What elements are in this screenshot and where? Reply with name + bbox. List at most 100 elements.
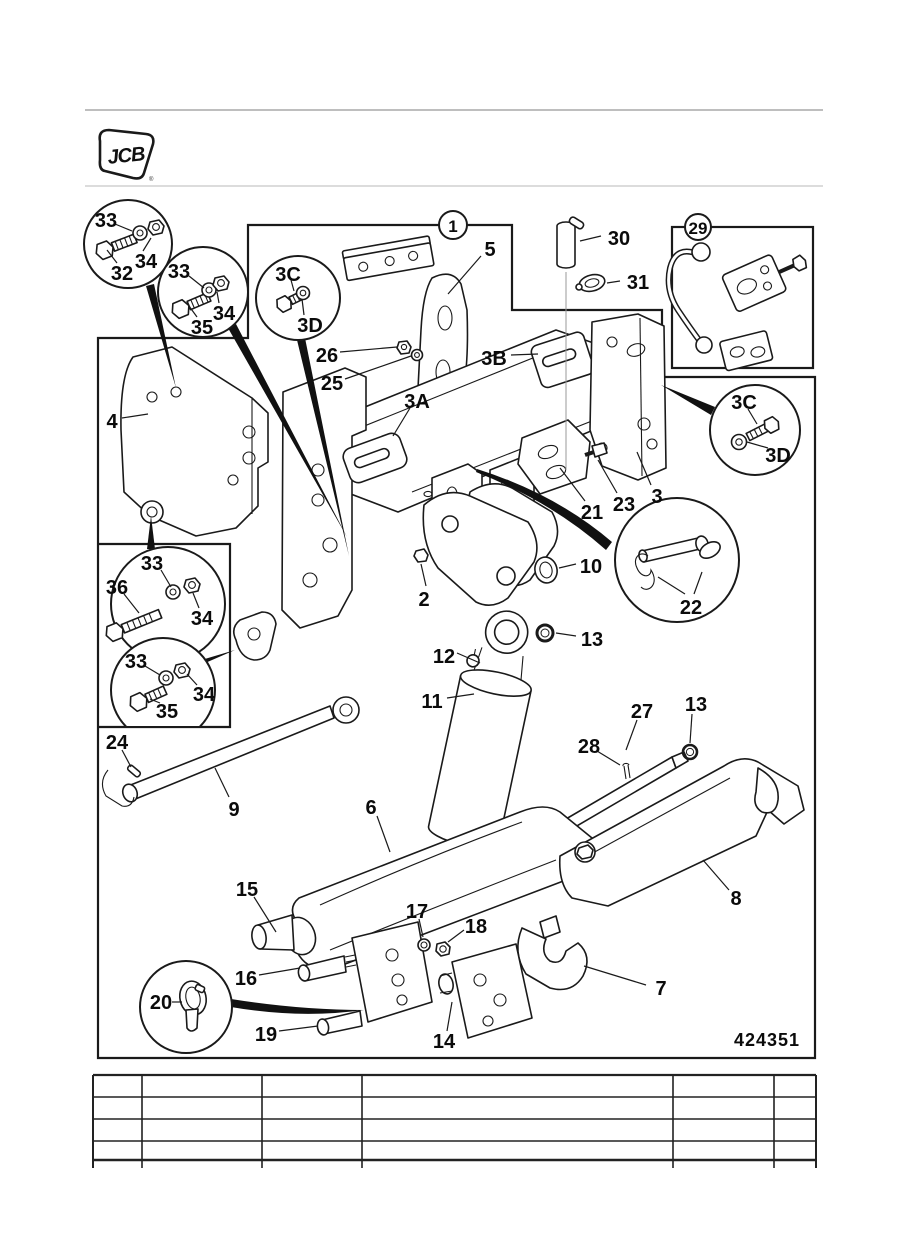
callout-34-h: 34 xyxy=(193,684,216,706)
callout-3C-right: 3C xyxy=(731,392,757,414)
leader-lines xyxy=(106,223,769,1032)
callout-16: 16 xyxy=(235,968,257,990)
frame-tower-left xyxy=(281,367,367,629)
callout-30: 30 xyxy=(608,228,630,250)
callout-19: 19 xyxy=(255,1024,277,1046)
detail-circle-20 xyxy=(139,960,233,1054)
part-25-washer xyxy=(410,348,424,362)
callout-3D-left: 3D xyxy=(297,315,323,337)
callout-27: 27 xyxy=(631,701,653,723)
part-30-pin xyxy=(556,216,585,470)
callout-9: 9 xyxy=(228,799,239,821)
part-14-bracket xyxy=(438,943,533,1039)
callout-24: 24 xyxy=(106,732,129,754)
part-13-oring-right xyxy=(681,743,699,761)
callout-29: 29 xyxy=(689,219,708,238)
part-29-valve-assembly xyxy=(665,242,808,372)
part-23-bolt xyxy=(584,442,608,458)
callout-bubble-29 xyxy=(684,213,712,241)
callout-23: 23 xyxy=(613,494,635,516)
detail-box-left xyxy=(98,542,232,729)
callout-3D-right: 3D xyxy=(765,445,791,467)
detail-36-33-34-parts xyxy=(105,577,201,643)
callout-13-right: 13 xyxy=(685,694,707,716)
callout-11: 11 xyxy=(421,691,442,713)
callout-3C-left: 3C xyxy=(275,264,301,286)
callout-3A: 3A xyxy=(404,391,430,413)
part-3A-bracket xyxy=(342,432,408,484)
detail-arrows xyxy=(146,284,715,1014)
part-11-cylinder xyxy=(427,610,532,848)
callout-4: 4 xyxy=(106,411,118,433)
callout-34-g: 34 xyxy=(191,608,214,630)
registered-mark: ® xyxy=(149,176,154,183)
part-6-beam xyxy=(251,806,597,970)
callout-13-top: 13 xyxy=(581,629,603,651)
part-3-plate xyxy=(589,313,667,481)
part-28-split-pin xyxy=(622,762,631,780)
callout-34-a: 34 xyxy=(135,251,158,273)
part-7-hook xyxy=(517,915,588,991)
detail-circle-33-34-35 xyxy=(157,246,249,338)
part-13-oring-top xyxy=(535,623,555,643)
figure-number: 424351 xyxy=(734,1030,800,1050)
callout-3: 3 xyxy=(651,486,662,508)
part-31-lynch-pin xyxy=(575,273,606,293)
callout-12: 12 xyxy=(433,646,455,668)
callout-5: 5 xyxy=(484,239,495,261)
parts-table xyxy=(92,1073,817,1168)
callout-1: 1 xyxy=(448,217,457,236)
part-19-pin xyxy=(316,1010,363,1036)
callout-36: 36 xyxy=(106,577,128,599)
diagram-border xyxy=(96,223,817,1060)
callout-7: 7 xyxy=(655,978,666,1000)
jcb-logo-text: JCB xyxy=(106,143,146,169)
callout-6: 6 xyxy=(365,797,376,819)
callout-33-b: 33 xyxy=(168,261,190,283)
detail-33-34-35-parts-lower xyxy=(129,662,191,713)
callout-2: 2 xyxy=(418,589,429,611)
lever-arm xyxy=(232,611,277,661)
callout-25: 25 xyxy=(321,373,343,395)
part-9-rod xyxy=(101,696,360,807)
callout-labels: 1 29 5 30 31 33 32 34 33 34 35 3C 3D 26 … xyxy=(95,210,791,1053)
callout-15: 15 xyxy=(236,879,258,901)
part-3B-bracket xyxy=(530,331,595,389)
callout-20: 20 xyxy=(150,992,172,1014)
part-21-bracket xyxy=(517,419,591,495)
callout-35-b: 35 xyxy=(191,317,213,339)
part-5-bar xyxy=(341,235,435,282)
callout-33-a: 33 xyxy=(95,210,117,232)
callout-33-g: 33 xyxy=(141,553,163,575)
callout-10: 10 xyxy=(580,556,602,578)
part-2-link xyxy=(413,483,559,606)
callout-14: 14 xyxy=(433,1031,456,1053)
callout-18: 18 xyxy=(465,916,487,938)
jcb-logo: JCB ® xyxy=(98,128,155,183)
callout-32: 32 xyxy=(111,263,133,285)
part-10-bushing xyxy=(534,556,558,584)
callout-17: 17 xyxy=(406,901,428,923)
detail-circle-3C-3D-left xyxy=(255,255,341,341)
part-4-plate xyxy=(120,346,269,537)
callout-26: 26 xyxy=(316,345,338,367)
callout-3B: 3B xyxy=(481,348,507,370)
callout-bubble-1 xyxy=(438,210,468,240)
detail-circle-32-33-34 xyxy=(83,199,173,289)
part-26-nut xyxy=(396,340,412,355)
callout-33-h: 33 xyxy=(125,651,147,673)
part-24-pin xyxy=(126,764,142,778)
detail-circle-22 xyxy=(614,497,740,623)
callout-34-b: 34 xyxy=(213,303,236,325)
callout-28: 28 xyxy=(578,736,600,758)
part-8-beam xyxy=(558,758,805,907)
callout-22: 22 xyxy=(680,597,702,619)
part-18-nut xyxy=(435,941,451,957)
part-16-19-brackets xyxy=(351,921,433,1023)
callout-8: 8 xyxy=(730,888,741,910)
part-17-washer xyxy=(417,938,431,952)
callout-35-h: 35 xyxy=(156,701,178,723)
callout-21: 21 xyxy=(581,502,603,524)
